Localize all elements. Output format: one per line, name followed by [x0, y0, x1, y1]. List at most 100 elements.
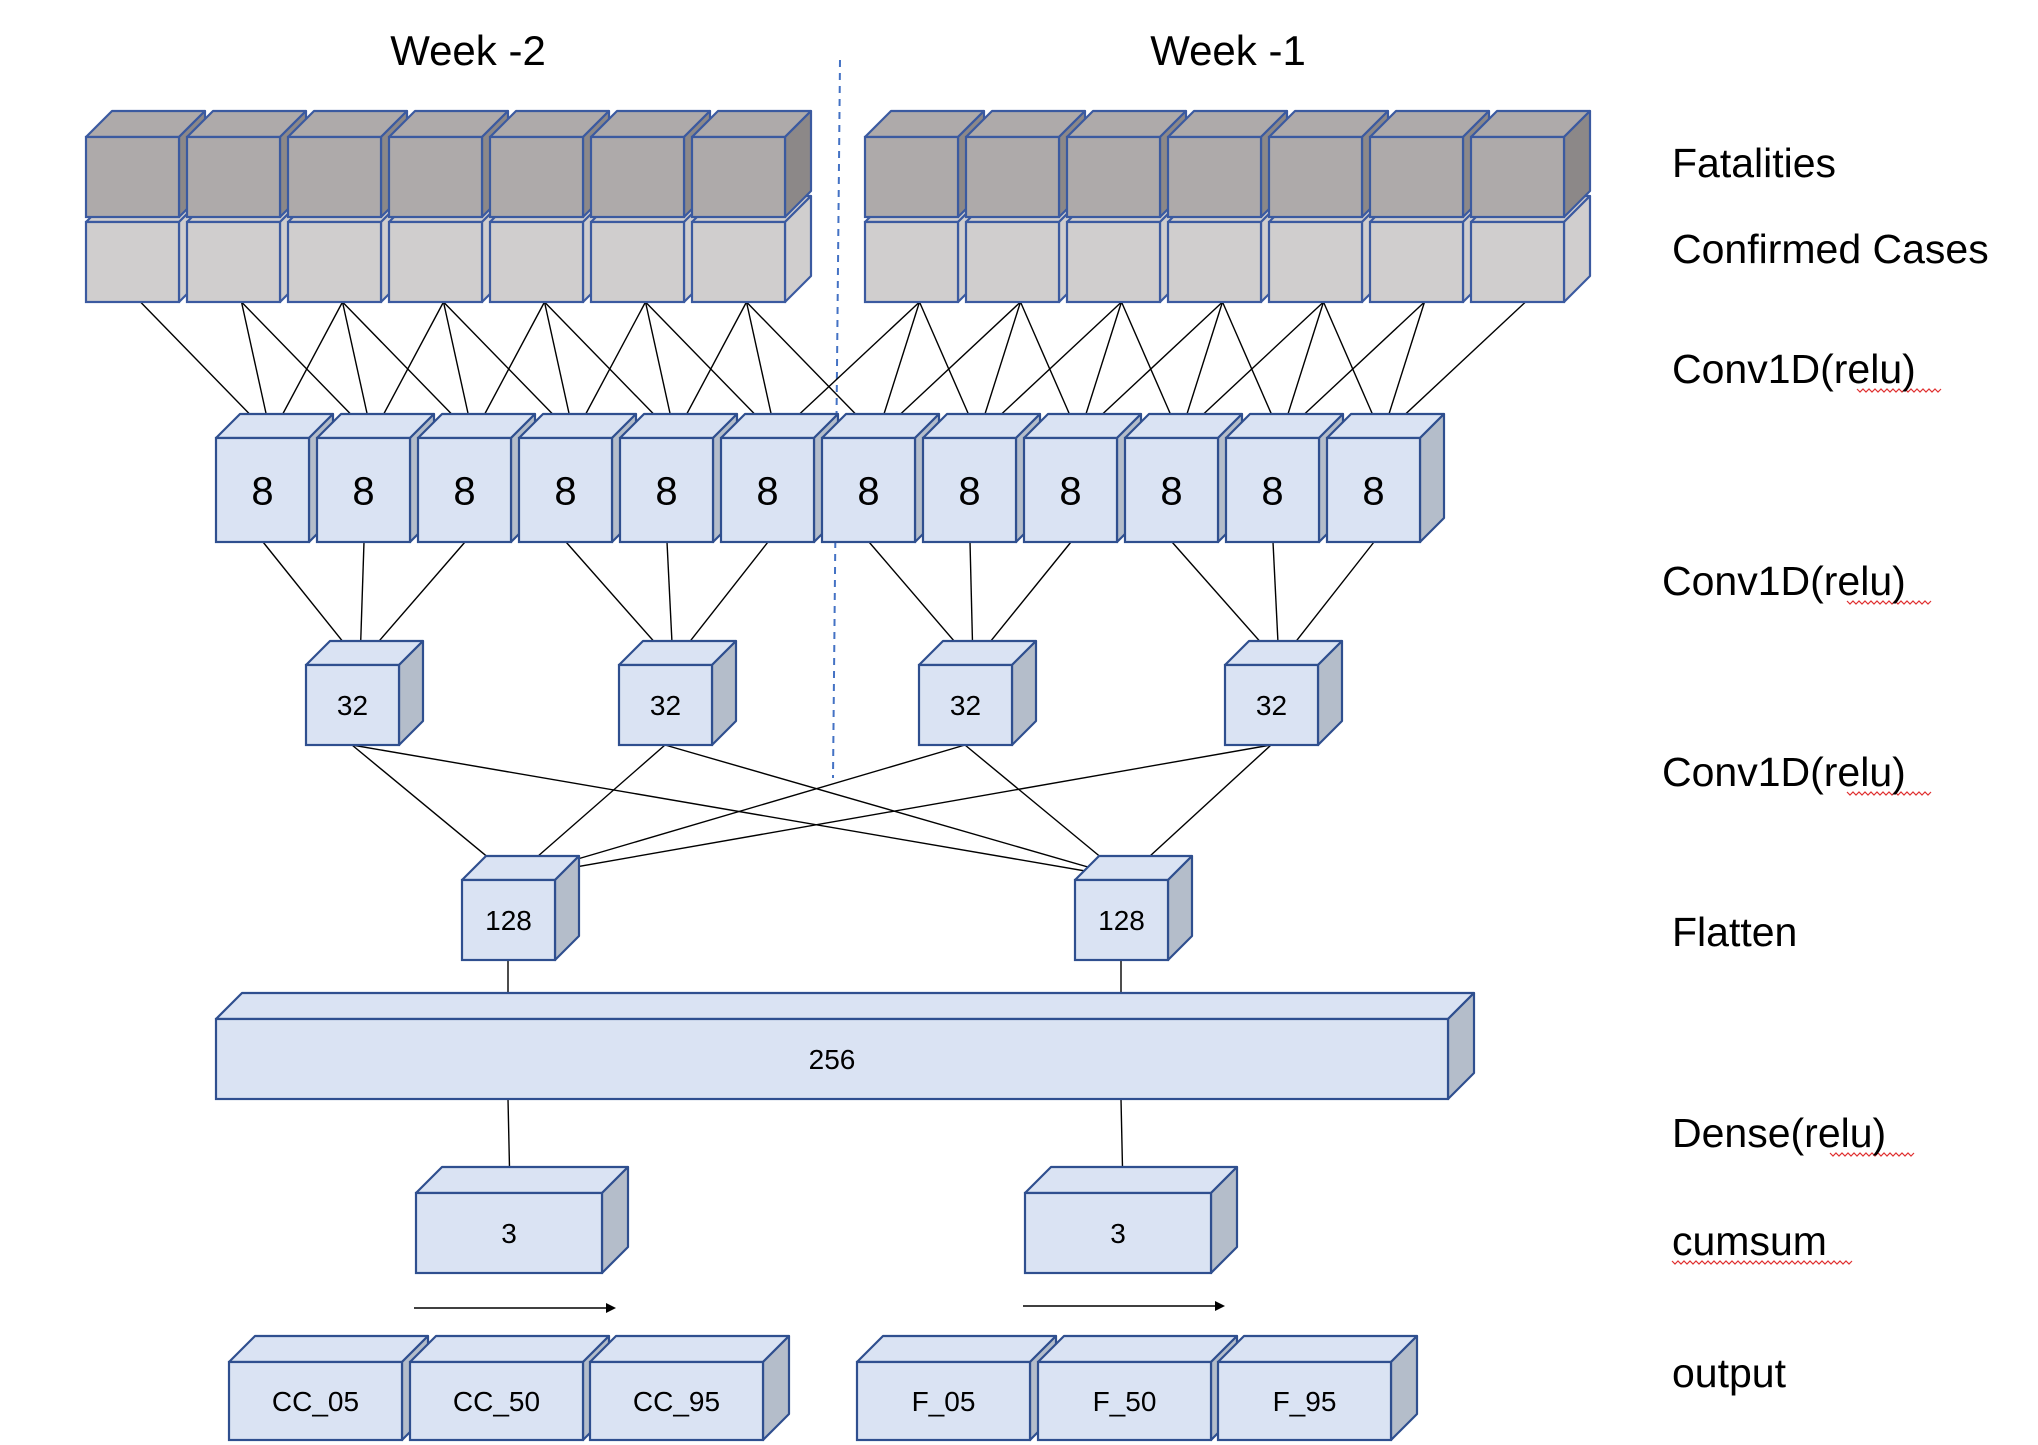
dense-unit-front: [214, 1017, 1450, 1101]
output-f-05-front: [855, 1360, 1032, 1442]
conv1-unit-10-front: [1224, 436, 1321, 544]
edge-conv2-3-to-conv3-0: [511, 744, 1272, 882]
conv1-unit-9-front: [1123, 436, 1220, 544]
conv1-unit-0: 8: [214, 412, 335, 544]
conv1-unit-5-front: [719, 436, 816, 544]
conv3-unit-0-front: [460, 878, 557, 962]
conv3-unit-1-label: 128: [1098, 905, 1145, 936]
conv1-unit-0-label: 8: [251, 469, 273, 513]
week-divider: [832, 59, 841, 779]
confirmed-day-w1-0-front: [863, 220, 960, 304]
label-conv1d-1: Conv1D(relu): [1672, 346, 1916, 392]
conv2-unit-3: 32: [1223, 639, 1344, 747]
output-cc-05-top: [227, 1334, 430, 1364]
conv1-unit-0-front: [214, 436, 311, 544]
conv1-unit-7-label: 8: [958, 469, 980, 513]
output-f-95-top: [1216, 1334, 1419, 1364]
output-cc-50-label: CC_50: [453, 1386, 540, 1417]
confirmed-day-w0-3-front: [387, 220, 484, 304]
conv1-unit-4-front: [618, 436, 715, 544]
confirmed-day-w0-1-front: [185, 220, 282, 304]
cumsum-unit-0: 3: [414, 1165, 630, 1275]
conv1-unit-11-front: [1325, 436, 1422, 544]
conv1-unit-1-front: [315, 436, 412, 544]
spellcheck-mark-conv3: [1846, 791, 1932, 796]
edge-conv2-0-to-conv3-1: [351, 744, 1128, 882]
conv1-unit-11-label: 8: [1362, 469, 1384, 513]
confirmed-day-w1-3-front: [1166, 220, 1263, 304]
fatalities-day-w0-1: [185, 109, 308, 219]
label-conv1d-2: Conv1D(relu): [1662, 558, 1906, 604]
conv2-unit-2: 32: [917, 639, 1038, 747]
output-f-05-top: [855, 1334, 1058, 1364]
output-cc-50-front: [408, 1360, 585, 1442]
conv1-unit-7-front: [921, 436, 1018, 544]
fatalities-day-w0-5: [589, 109, 712, 219]
confirmed-day-w1-5-front: [1368, 220, 1465, 304]
fatalities-day-w0-0: [84, 109, 207, 219]
output-cc-05-front: [227, 1360, 404, 1442]
cumsum-unit-0-front: [414, 1191, 604, 1275]
output-f-95: F_95: [1216, 1334, 1419, 1442]
output-f-50-front: [1036, 1360, 1213, 1442]
conv1-unit-4: 8: [618, 412, 739, 544]
dense-unit-label: 256: [809, 1044, 856, 1075]
conv2-unit-1-front: [617, 663, 714, 747]
fatalities-day-w0-0-front: [84, 135, 181, 219]
label-output: output: [1672, 1350, 1787, 1396]
week-label-minus-1: Week -1: [1150, 27, 1306, 74]
conv2-unit-1: 32: [617, 639, 738, 747]
dense-unit-top: [214, 991, 1476, 1021]
fatalities-day-w0-4-front: [488, 135, 585, 219]
output-cc-95-top: [588, 1334, 791, 1364]
conv1-unit-6-front: [820, 436, 917, 544]
output-cc-95-front: [588, 1360, 765, 1442]
output-cc-05-label: CC_05: [272, 1386, 359, 1417]
conv3-unit-1-front: [1073, 878, 1170, 962]
conv1-unit-10-label: 8: [1261, 469, 1283, 513]
edge-conv2-1-to-conv3-1: [664, 744, 1128, 881]
confirmed-day-w1-1-front: [964, 220, 1061, 304]
conv1-unit-2-label: 8: [453, 469, 475, 513]
label-dense: Dense(relu): [1672, 1110, 1886, 1156]
fatalities-day-w0-1-front: [185, 135, 282, 219]
fatalities-day-w1-0-front: [863, 135, 960, 219]
week-label-minus-2: Week -2: [390, 27, 546, 74]
label-confirmed-cases: Confirmed Cases: [1672, 226, 1989, 272]
fatalities-day-w0-6-front: [690, 135, 787, 219]
output-cc-05: CC_05: [227, 1334, 430, 1442]
confirmed-day-w0-2-front: [286, 220, 383, 304]
conv2-unit-1-label: 32: [650, 690, 681, 721]
conv1-unit-9: 8: [1123, 412, 1244, 544]
spellcheck-mark-conv2: [1846, 600, 1932, 605]
output-f-50-label: F_50: [1093, 1386, 1157, 1417]
conv1-unit-4-label: 8: [655, 469, 677, 513]
cumsum-unit-1-top: [1023, 1165, 1239, 1195]
confirmed-day-w0-4-front: [488, 220, 585, 304]
label-conv1d-3: Conv1D(relu): [1662, 749, 1906, 795]
week-divider-line: [832, 59, 841, 779]
conv1-unit-9-label: 8: [1160, 469, 1182, 513]
conv1-unit-8: 8: [1022, 412, 1143, 544]
conv1-unit-7: 8: [921, 412, 1042, 544]
cumsum-unit-1-label: 3: [1110, 1218, 1126, 1249]
output-f-05-label: F_05: [912, 1386, 976, 1417]
fatalities-day-w1-4-front: [1267, 135, 1364, 219]
cumsum-unit-1-front: [1023, 1191, 1213, 1275]
fatalities-day-w0-3-front: [387, 135, 484, 219]
conv2-unit-2-label: 32: [950, 690, 981, 721]
output-cc-50: CC_50: [408, 1334, 611, 1442]
conv1-unit-3-label: 8: [554, 469, 576, 513]
fatalities-day-w1-5-front: [1368, 135, 1465, 219]
conv1-unit-5-label: 8: [756, 469, 778, 513]
conv3-unit-0-label: 128: [485, 905, 532, 936]
output-f-95-label: F_95: [1273, 1386, 1337, 1417]
spellcheck-mark-cumsum: [1671, 1260, 1853, 1265]
confirmed-day-w1-2-front: [1065, 220, 1162, 304]
conv2-unit-3-label: 32: [1256, 690, 1287, 721]
confirmed-day-w1-6-front: [1469, 220, 1566, 304]
conv1-unit-11-side: [1418, 412, 1446, 544]
output-f-95-front: [1216, 1360, 1393, 1442]
fatalities-day-w1-6: [1469, 109, 1592, 219]
